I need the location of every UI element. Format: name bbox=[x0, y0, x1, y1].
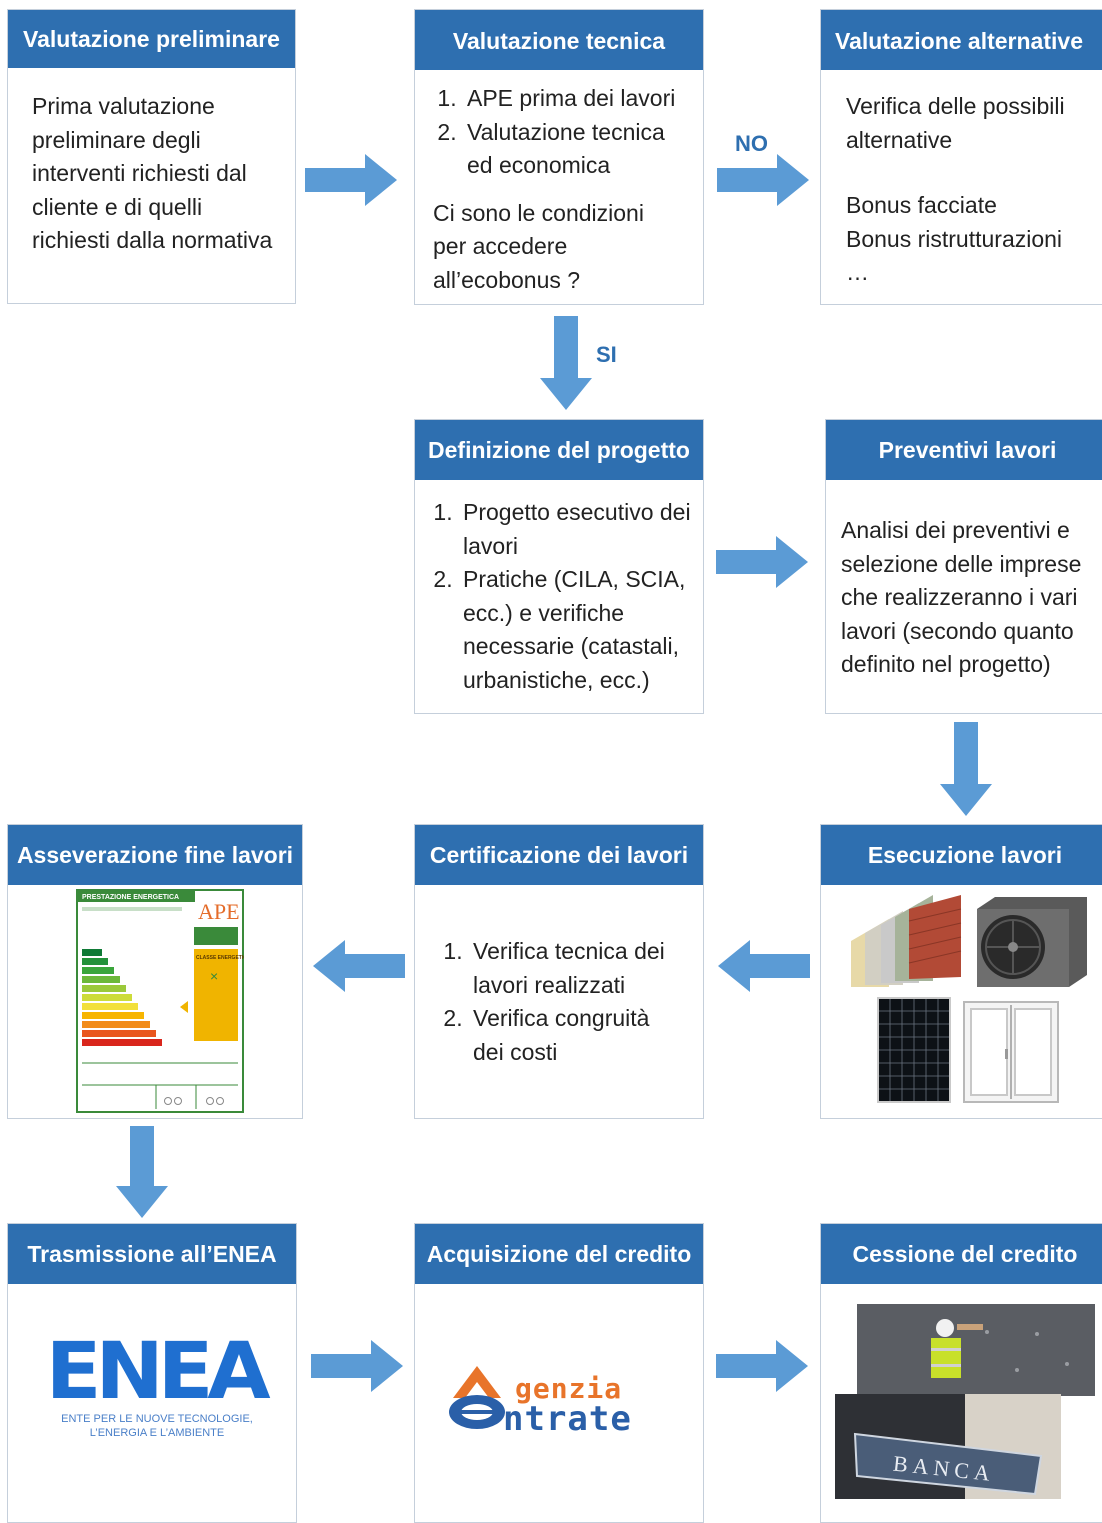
arrow-right-1 bbox=[305, 154, 397, 206]
box-title: Esecuzione lavori bbox=[821, 825, 1102, 885]
agenzia-entrate-logo-mark bbox=[449, 1366, 505, 1429]
step-list: Progetto esecutivo dei lavori Pratiche (… bbox=[429, 496, 695, 697]
box-title: Definizione del progetto bbox=[415, 420, 703, 480]
ape-header-text: PRESTAZIONE ENERGETICA bbox=[82, 894, 179, 901]
box-text: Analisi dei preventivi e selezione delle… bbox=[841, 517, 1082, 677]
box-title: Valutazione tecnica bbox=[415, 10, 703, 70]
question-text: Ci sono le condizioni per accedere all’e… bbox=[433, 199, 644, 293]
energy-class-bars bbox=[82, 949, 162, 1046]
enea-logo-text: ENEA bbox=[45, 1327, 271, 1417]
arrow-right-3 bbox=[311, 1340, 403, 1392]
arrow-left-2 bbox=[313, 940, 405, 992]
list-item: Bonus ristrutturazioni bbox=[846, 225, 1063, 252]
heat-pump-image bbox=[977, 897, 1087, 987]
box-title: Preventivi lavori bbox=[826, 420, 1102, 480]
box-title: Certificazione dei lavori bbox=[415, 825, 703, 885]
box-acquisizione-credito: Acquisizione del credito genzia ntrate bbox=[414, 1223, 704, 1523]
arrow-right-no bbox=[717, 154, 809, 206]
arrow-down-3 bbox=[116, 1126, 168, 1218]
bank-photo: BANCA bbox=[835, 1394, 1061, 1499]
arrow-down-2 bbox=[940, 722, 992, 816]
arrow-down-si bbox=[540, 316, 592, 410]
label-si: SI bbox=[596, 342, 617, 367]
box-title: Asseverazione fine lavori bbox=[8, 825, 302, 885]
list-item: Verifica tecnica dei lavori realizzati bbox=[469, 935, 681, 1002]
box-esecuzione-lavori: Esecuzione lavori bbox=[820, 824, 1102, 1119]
box-valutazione-alternative: Valutazione alternative Verifica delle p… bbox=[820, 9, 1102, 305]
box-title: Valutazione preliminare bbox=[8, 10, 295, 68]
list-item: APE prima dei lavori bbox=[463, 82, 681, 116]
step-list: Verifica tecnica dei lavori realizzati V… bbox=[439, 935, 681, 1069]
box-valutazione-preliminare: Valutazione preliminare Prima valutazion… bbox=[7, 9, 296, 304]
box-text: Prima valutazione preliminare degli inte… bbox=[32, 93, 273, 253]
solar-panel-image bbox=[877, 997, 951, 1103]
arrow-right-2 bbox=[716, 536, 808, 588]
box-definizione-progetto: Definizione del progetto Progetto esecut… bbox=[414, 419, 704, 714]
insulation-layers-image bbox=[851, 895, 962, 987]
box-asseverazione-fine-lavori: Asseverazione fine lavori PRESTAZIONE EN… bbox=[7, 824, 303, 1119]
worker-photo bbox=[857, 1304, 1095, 1396]
list-item: … bbox=[846, 259, 869, 285]
box-title: Acquisizione del credito bbox=[415, 1224, 703, 1284]
list-item: Progetto esecutivo dei lavori bbox=[459, 496, 695, 563]
agenzia-logo-line-1: genzia bbox=[515, 1372, 623, 1405]
list-item: Valutazione tecnica ed economica bbox=[463, 116, 681, 183]
box-title: Trasmissione all’ENEA bbox=[8, 1224, 296, 1284]
list-item: Bonus facciate bbox=[846, 192, 997, 218]
box-valutazione-tecnica: Valutazione tecnica APE prima dei lavori… bbox=[414, 9, 704, 305]
box-trasmissione-enea: Trasmissione all’ENEA ENEA ENTE PER LE N… bbox=[7, 1223, 297, 1523]
box-cessione-credito: Cessione del credito BANCA bbox=[820, 1223, 1102, 1523]
window-image bbox=[963, 1001, 1059, 1103]
box-title: Valutazione alternative bbox=[821, 10, 1102, 70]
box-title: Cessione del credito bbox=[821, 1224, 1102, 1284]
list-item: Verifica congruità dei costi bbox=[469, 1002, 681, 1069]
box-certificazione-lavori: Certificazione dei lavori Verifica tecni… bbox=[414, 824, 704, 1119]
enea-tagline-2: L’ENERGIA E L’AMBIENTE bbox=[89, 1427, 225, 1439]
agenzia-logo-line-2: ntrate bbox=[503, 1399, 632, 1439]
enea-tagline-1: ENTE PER LE NUOVE TECNOLOGIE, bbox=[61, 1413, 253, 1425]
ape-class-text: CLASSE ENERGETICA bbox=[196, 955, 244, 961]
box-text: Verifica delle possibili alternative bbox=[846, 93, 1065, 153]
ape-certificate-image: PRESTAZIONE ENERGETICA APE CLASSE ENERGE… bbox=[76, 889, 244, 1113]
ape-logo-text: APE bbox=[198, 899, 240, 924]
arrow-right-4 bbox=[716, 1340, 808, 1392]
label-no: NO bbox=[735, 131, 768, 156]
arrow-left-1 bbox=[718, 940, 810, 992]
svg-text:×: × bbox=[210, 968, 218, 984]
box-preventivi-lavori: Preventivi lavori Analisi dei preventivi… bbox=[825, 419, 1102, 714]
step-list: APE prima dei lavori Valutazione tecnica… bbox=[433, 82, 681, 183]
list-item: Pratiche (CILA, SCIA, ecc.) e verifiche … bbox=[459, 563, 695, 697]
